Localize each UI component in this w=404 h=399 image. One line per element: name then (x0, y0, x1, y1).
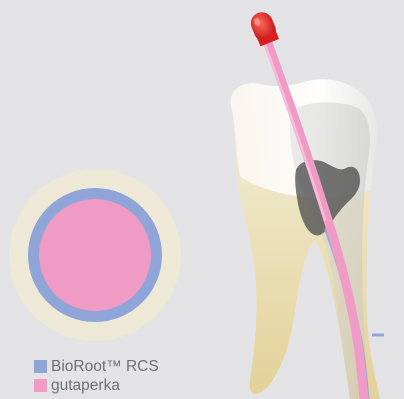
legend-item-gutaperka: gutaperka (34, 376, 204, 395)
legend: BioRoot™ RCS gutaperka (34, 357, 204, 395)
legend-label: BioRoot™ RCS (51, 357, 159, 376)
legend-label: gutaperka (51, 376, 120, 395)
blue-square-icon (34, 360, 47, 373)
pink-square-icon (34, 379, 47, 392)
canal-cross-section (8, 168, 182, 342)
gutta-percha-core (39, 199, 151, 311)
tooth-illustration (200, 0, 404, 399)
legend-item-bioroot: BioRoot™ RCS (34, 357, 204, 376)
gutta-tip (248, 9, 280, 47)
